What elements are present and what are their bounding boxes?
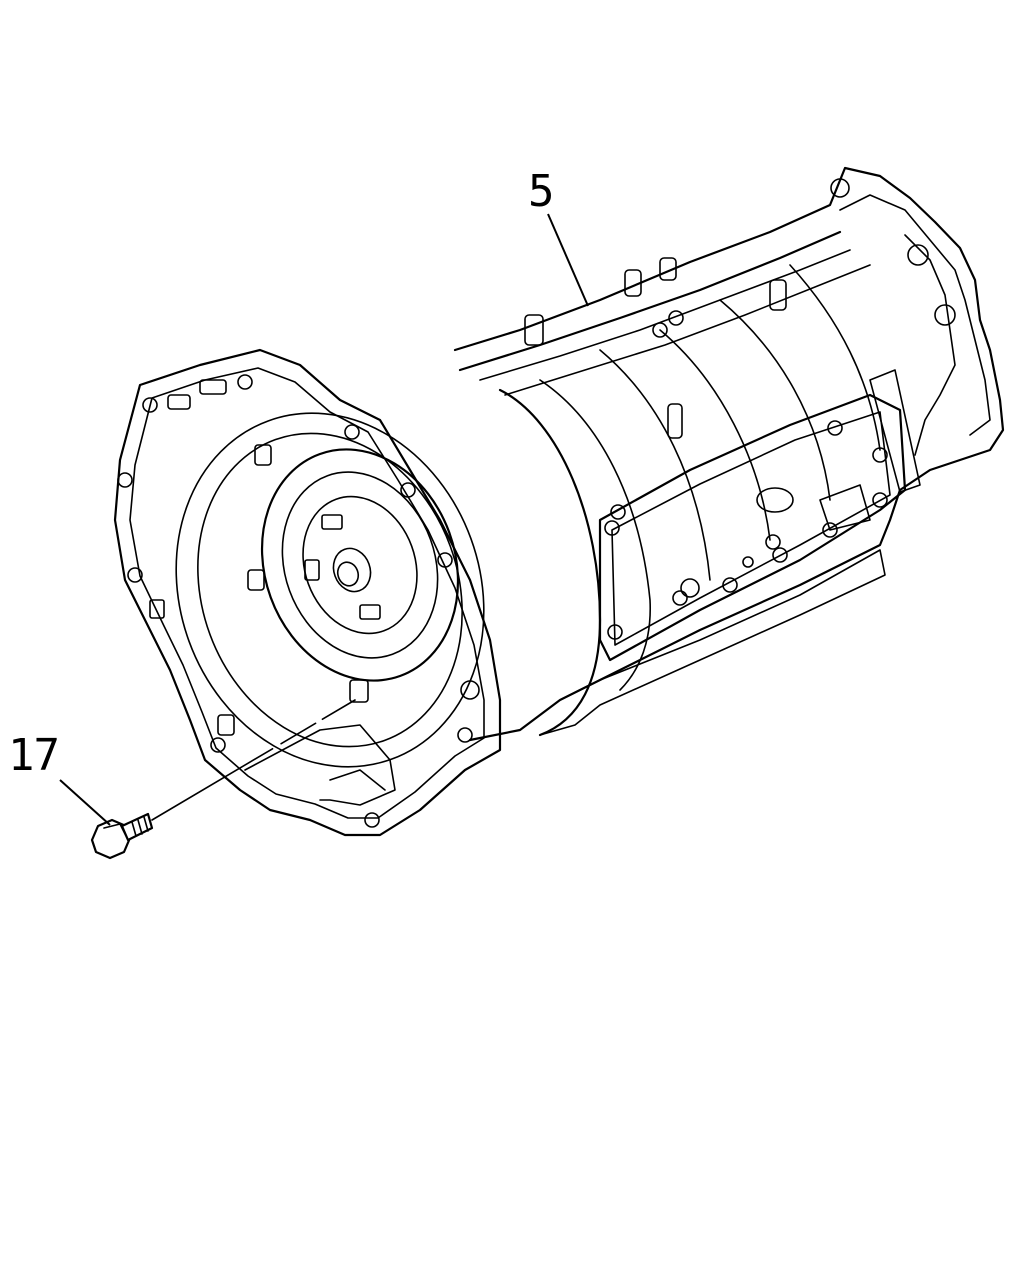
converter-lug xyxy=(149,599,165,619)
flange-slot xyxy=(199,379,227,395)
rear-flange xyxy=(904,234,956,456)
callout-label-17: 17 xyxy=(8,730,59,781)
oil-pan-lower xyxy=(539,549,886,736)
bolt-thread xyxy=(131,816,149,837)
leader-line-5 xyxy=(547,213,589,307)
pan-bolt xyxy=(672,590,688,606)
main-case-body xyxy=(498,388,602,737)
case-bolt xyxy=(610,504,626,520)
torque-converter-ring xyxy=(281,471,439,659)
pan-bolt xyxy=(772,547,788,563)
main-case-ring xyxy=(789,264,881,451)
bell-housing xyxy=(113,348,502,837)
callout-5: 5 xyxy=(528,166,589,307)
pan-bolt xyxy=(827,420,843,436)
bell-lower-skirt xyxy=(329,769,386,791)
main-case-ring xyxy=(719,299,831,501)
flange-bolt-hole xyxy=(344,424,360,440)
main-case-rib xyxy=(504,264,871,396)
bell-inner-ring xyxy=(197,432,463,748)
side-port xyxy=(756,487,794,513)
pan-bolt xyxy=(822,522,838,538)
case-boss xyxy=(524,314,544,346)
converter-lug xyxy=(247,569,265,591)
converter-pilot xyxy=(336,561,360,587)
flange-bolt-hole xyxy=(117,472,133,488)
rear-housing-inner xyxy=(839,194,991,436)
bracket xyxy=(819,484,871,531)
converter-lug xyxy=(217,714,235,736)
main-case-ring xyxy=(659,329,771,541)
assembly-line xyxy=(151,699,356,821)
converter-lug xyxy=(321,514,343,530)
rear-flange-bolt-hole xyxy=(934,304,956,326)
transmission-assembly xyxy=(453,166,1005,742)
case-boss xyxy=(769,279,787,311)
flange-bolt-hole xyxy=(210,737,226,753)
main-case-ring xyxy=(539,379,652,691)
case-bolt xyxy=(742,556,754,568)
bell-housing-flange xyxy=(113,348,502,837)
converter-lug xyxy=(349,679,369,703)
case-bolt xyxy=(668,310,684,326)
rear-housing-outline xyxy=(453,166,1005,742)
flange-slot xyxy=(167,394,191,410)
bell-housing-flange-inner xyxy=(129,367,485,819)
oil-pan-inner xyxy=(611,411,891,646)
main-case-rib xyxy=(479,249,851,381)
flange-bolt-hole xyxy=(237,374,253,390)
flange-bolt-hole xyxy=(142,397,158,413)
rear-flange-bolt-hole xyxy=(830,178,850,198)
rear-flange-bolt-hole xyxy=(907,244,929,266)
pan-bolt xyxy=(607,624,623,640)
main-case-top xyxy=(458,230,842,372)
converter-lug xyxy=(304,559,320,581)
flange-bolt-hole xyxy=(437,552,453,568)
pan-bolt xyxy=(604,520,620,536)
case-boss xyxy=(659,257,677,281)
converter-lug xyxy=(254,444,272,466)
pan-bolt xyxy=(722,577,738,593)
converter-hub xyxy=(332,547,372,593)
oil-pan-outline xyxy=(598,393,907,662)
case-boss xyxy=(667,403,683,439)
flange-bolt-hole xyxy=(364,812,380,828)
pan-bolt xyxy=(680,578,700,598)
case-bolt xyxy=(765,534,781,550)
bolt-part-17 xyxy=(90,812,154,860)
main-case-ring xyxy=(599,349,711,581)
torque-converter-ring xyxy=(302,495,418,635)
flange-bolt-hole xyxy=(127,567,143,583)
converter-lug xyxy=(359,604,381,620)
bell-lower-skirt xyxy=(244,724,396,806)
pan-bolt xyxy=(872,447,888,463)
flange-bolt-hole xyxy=(400,482,416,498)
callout-label-5: 5 xyxy=(528,166,554,217)
bracket-rod xyxy=(869,369,921,493)
leader-line-17 xyxy=(59,779,111,826)
flange-bolt-hole xyxy=(457,727,473,743)
bell-inner-ring xyxy=(175,412,485,768)
pan-bolt xyxy=(872,492,888,508)
case-boss xyxy=(624,269,642,297)
torque-converter xyxy=(260,448,460,682)
callout-17: 17 xyxy=(8,730,111,826)
case-bolt xyxy=(652,322,668,338)
